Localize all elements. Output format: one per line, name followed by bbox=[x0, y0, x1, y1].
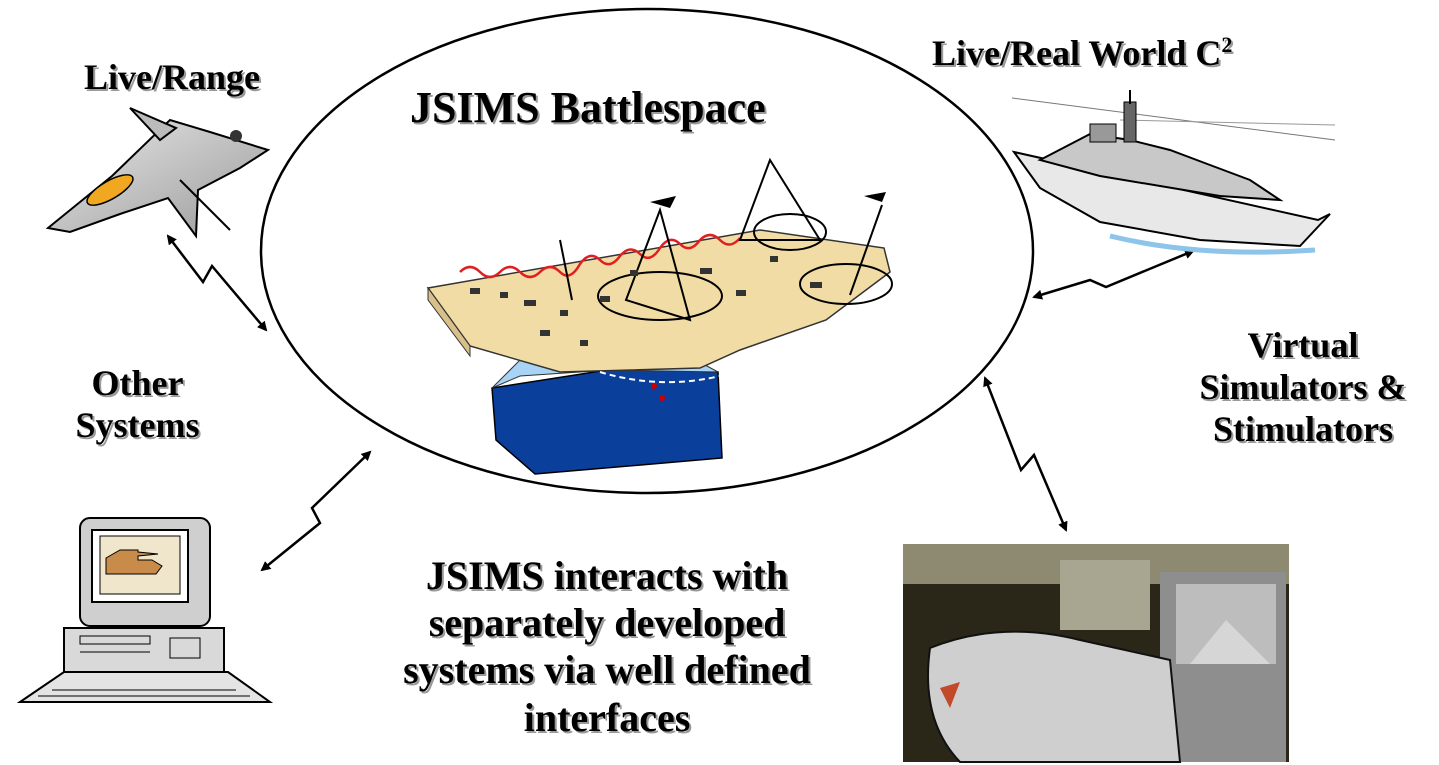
live-range-label: Live/Range bbox=[84, 57, 260, 97]
computer-tank-icon bbox=[16, 517, 274, 703]
live-real-world-label: Live/Real World C2 bbox=[932, 32, 1233, 73]
warship-icon bbox=[1011, 90, 1336, 255]
interacts-caption: JSIMS interacts with separately develope… bbox=[403, 553, 811, 740]
fighter-jet-icon bbox=[45, 107, 271, 239]
simulator-photo bbox=[903, 544, 1289, 763]
arrow-simulator-link bbox=[983, 376, 1068, 532]
arrow-ship-link bbox=[1032, 249, 1195, 300]
battlespace-terrain-icon bbox=[426, 157, 893, 475]
arrow-computer-link bbox=[260, 450, 372, 572]
arrow-jet-link bbox=[166, 234, 268, 332]
battlespace-title: JSIMS Battlespace bbox=[410, 83, 766, 132]
other-systems-label: Other Systems bbox=[75, 363, 200, 446]
virtual-simulators-label: Virtual Simulators & Stimulators bbox=[1199, 325, 1407, 450]
